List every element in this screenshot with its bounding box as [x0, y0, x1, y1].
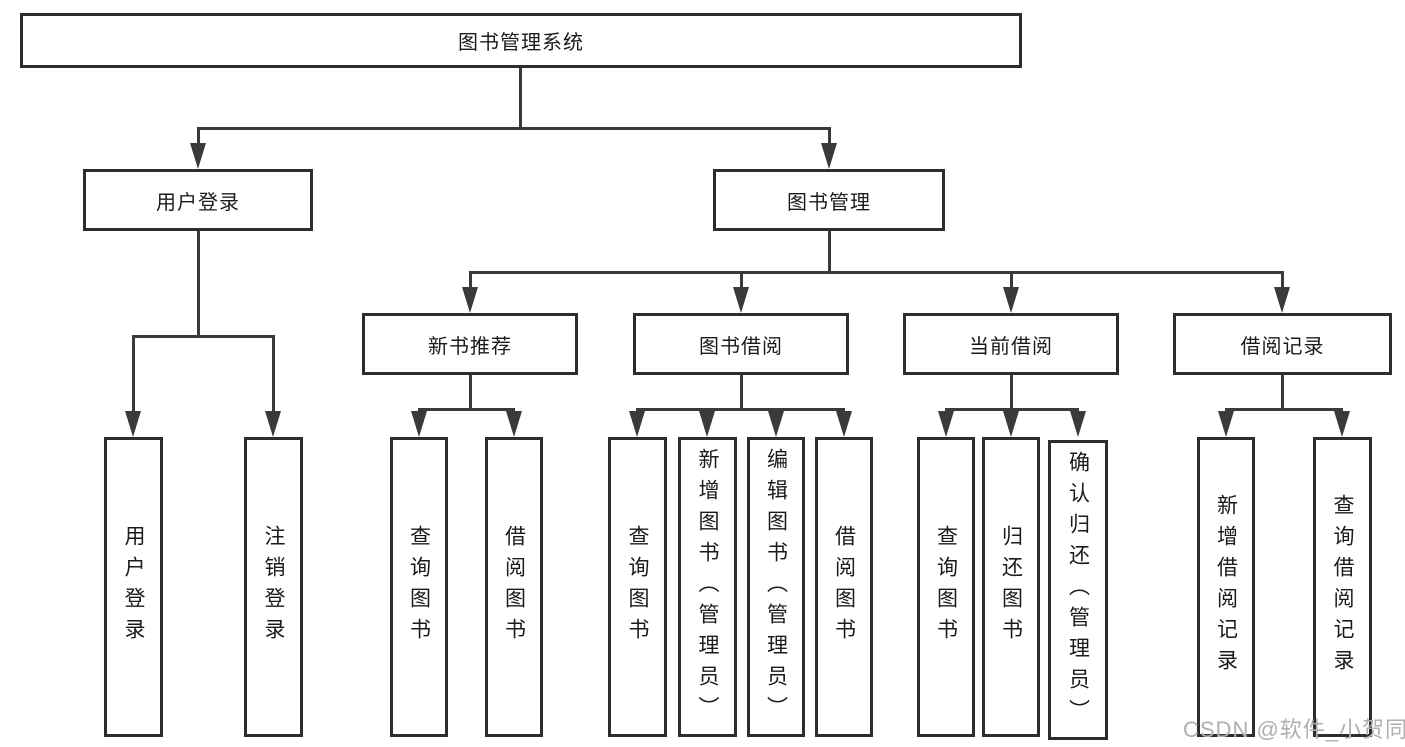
leaf-query-borrow-record: 查询借阅记录 — [1313, 437, 1372, 737]
node-label: 借阅记录 — [1240, 335, 1325, 358]
connector-line — [1281, 271, 1284, 289]
connector-line — [197, 231, 200, 338]
arrow-down-icon — [1070, 411, 1086, 437]
arrow-down-icon — [506, 411, 522, 437]
node-label: 图书管理系统 — [458, 32, 584, 54]
connector-line — [418, 408, 515, 411]
connector-line — [132, 335, 135, 413]
node-label: 当前借阅 — [969, 335, 1053, 358]
node-label: 确认归还（管理员） — [1066, 450, 1090, 730]
connector-line — [1010, 271, 1013, 289]
node-label: 新增借阅记录 — [1214, 494, 1238, 680]
node-label: 查询借阅记录 — [1331, 494, 1354, 680]
arrow-down-icon — [1218, 411, 1234, 437]
leaf-borrow-books: 借阅图书 — [815, 437, 873, 737]
node-label: 编辑图书（管理员） — [764, 447, 788, 727]
connector-line — [945, 408, 1079, 411]
arrow-down-icon — [733, 287, 749, 313]
node-user-login: 用户登录 — [83, 169, 313, 231]
connector-line — [636, 408, 845, 411]
node-label: 查询图书 — [934, 525, 958, 649]
connector-line — [1281, 375, 1284, 411]
connector-line — [1225, 408, 1343, 411]
node-library-system: 图书管理系统 — [20, 13, 1022, 68]
connector-line — [740, 271, 743, 289]
connector-line — [828, 127, 831, 145]
leaf-user-login: 用户登录 — [104, 437, 163, 737]
connector-line — [828, 231, 831, 274]
connector-line — [740, 375, 743, 411]
node-book-management: 图书管理 — [713, 169, 945, 231]
arrow-down-icon — [1003, 287, 1019, 313]
leaf-borrow-books-recommend: 借阅图书 — [485, 437, 543, 737]
node-book-borrow: 图书借阅 — [633, 313, 849, 375]
node-current-borrow: 当前借阅 — [903, 313, 1119, 375]
arrow-down-icon — [1003, 411, 1019, 437]
connector-line — [1010, 375, 1013, 411]
leaf-query-books-recommend: 查询图书 — [390, 437, 448, 737]
leaf-return-book: 归还图书 — [982, 437, 1040, 737]
connector-line — [197, 127, 200, 145]
arrow-down-icon — [629, 411, 645, 437]
node-label: 新增图书（管理员） — [696, 447, 719, 727]
node-label: 查询图书 — [626, 525, 649, 649]
node-label: 新书推荐 — [428, 335, 512, 358]
arrow-down-icon — [411, 411, 427, 437]
leaf-query-books-current: 查询图书 — [917, 437, 975, 737]
leaf-confirm-return-admin: 确认归还（管理员） — [1048, 440, 1108, 740]
leaf-edit-book-admin: 编辑图书（管理员） — [747, 437, 805, 737]
leaf-add-borrow-record: 新增借阅记录 — [1197, 437, 1255, 737]
node-new-book-recommend: 新书推荐 — [362, 313, 578, 375]
arrow-down-icon — [699, 411, 715, 437]
leaf-add-book-admin: 新增图书（管理员） — [678, 437, 737, 737]
arrow-down-icon — [265, 411, 281, 437]
node-label: 图书管理 — [787, 191, 871, 214]
node-label: 用户登录 — [156, 191, 240, 214]
arrow-down-icon — [821, 143, 837, 169]
arrow-down-icon — [836, 411, 852, 437]
arrow-down-icon — [768, 411, 784, 437]
arrow-down-icon — [1334, 411, 1350, 437]
connector-line — [272, 335, 275, 413]
arrow-down-icon — [1274, 287, 1290, 313]
node-label: 图书借阅 — [699, 335, 783, 358]
connector-line — [469, 271, 1283, 274]
node-label: 用户登录 — [122, 525, 145, 649]
leaf-logout: 注销登录 — [244, 437, 303, 737]
connector-line — [197, 127, 831, 130]
node-label: 归还图书 — [999, 525, 1023, 649]
node-label: 注销登录 — [262, 525, 285, 649]
node-label: 借阅图书 — [502, 525, 526, 649]
node-label: 查询图书 — [407, 525, 431, 649]
node-borrow-records: 借阅记录 — [1173, 313, 1392, 375]
arrow-down-icon — [125, 411, 141, 437]
arrow-down-icon — [462, 287, 478, 313]
arrow-down-icon — [938, 411, 954, 437]
arrow-down-icon — [190, 143, 206, 169]
connector-line — [469, 375, 472, 411]
node-label: 借阅图书 — [832, 525, 856, 649]
connector-line — [132, 335, 275, 338]
connector-line — [519, 68, 522, 130]
connector-line — [469, 271, 472, 289]
leaf-query-books-borrow: 查询图书 — [608, 437, 667, 737]
